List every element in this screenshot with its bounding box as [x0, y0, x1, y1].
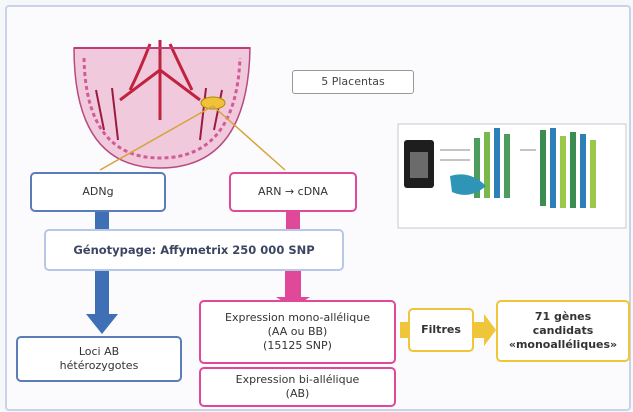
adng-box: ADNg [30, 172, 166, 212]
placenta-illustration [73, 40, 251, 169]
pink-connector-upper [286, 211, 300, 229]
candidats-label: 71 gènes candidats «monoalléliques» [508, 310, 618, 351]
yellow-arrow-2 [474, 314, 496, 346]
connector-adng [99, 105, 214, 171]
mono-expression-label: Expression mono-allélique (AA ou BB) (15… [225, 311, 370, 352]
genotypage-box: Génotypage: Affymetrix 250 000 SNP [44, 229, 344, 271]
filtres-label: Filtres [421, 323, 461, 337]
blue-arrow-shaft [95, 265, 109, 315]
pink-arrow-shaft [285, 270, 301, 298]
genotypage-label: Génotypage: Affymetrix 250 000 SNP [73, 242, 315, 257]
filtres-box: Filtres [408, 308, 474, 352]
candidats-box: 71 gènes candidats «monoalléliques» [496, 300, 630, 362]
loci-label: Loci AB hétérozygotes [59, 345, 139, 372]
placentas-text: 5 Placentas [321, 75, 385, 89]
arn-cdna-label: ARN → cDNA [258, 185, 328, 199]
microarray-illustration [397, 123, 627, 229]
blue-connector-upper [95, 211, 109, 229]
loci-box: Loci AB hétérozygotes [16, 336, 182, 382]
adng-label: ADNg [82, 185, 114, 199]
connector-arn [212, 105, 286, 171]
bi-expression-box: Expression bi-allélique (AB) [199, 367, 396, 407]
bi-expression-label: Expression bi-allélique (AB) [235, 373, 360, 400]
mono-expression-box: Expression mono-allélique (AA ou BB) (15… [199, 300, 396, 364]
placentas-label: 5 Placentas [292, 70, 414, 94]
arn-cdna-box: ARN → cDNA [229, 172, 357, 212]
blue-arrow-head [86, 314, 118, 334]
